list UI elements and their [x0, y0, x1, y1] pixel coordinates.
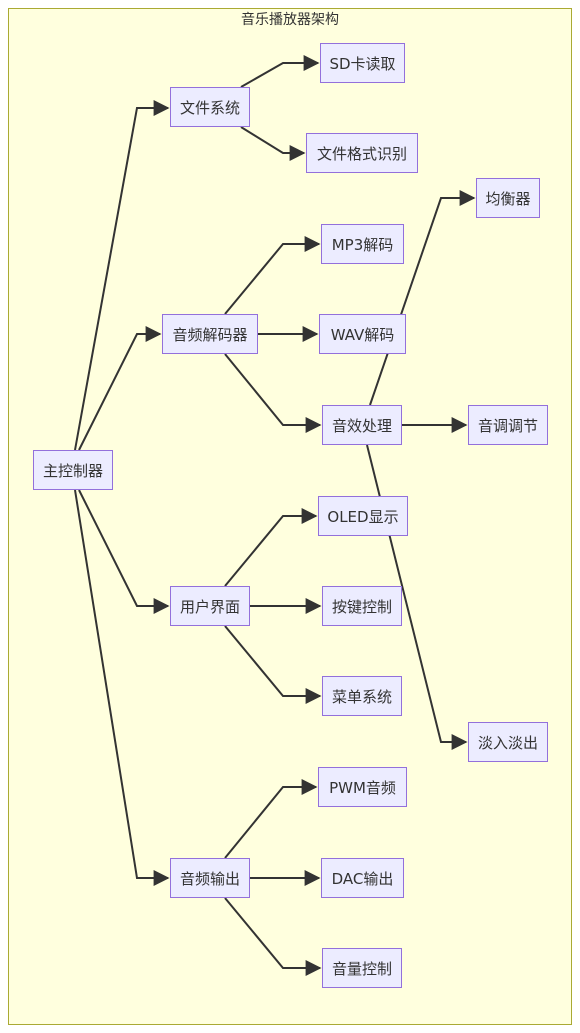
node-volume-control: 音量控制	[322, 948, 402, 988]
edge-main-to-fs	[74, 100, 170, 451]
edge-group	[74, 55, 476, 976]
node-menu-system: 菜单系统	[322, 676, 402, 716]
edge-main-to-out	[74, 489, 170, 886]
node-audio-output: 音频输出	[170, 858, 250, 898]
node-sd-read: SD卡读取	[320, 43, 405, 83]
node-main-controller: 主控制器	[33, 450, 113, 490]
diagram-title: 音乐播放器架构	[241, 12, 339, 28]
node-pwm-audio: PWM音频	[318, 767, 407, 807]
edge-effect-to-fade	[366, 444, 468, 750]
node-format-detect: 文件格式识别	[306, 133, 418, 173]
node-wav-decode: WAV解码	[319, 314, 406, 354]
edge-ui-to-menu	[224, 625, 322, 704]
node-equalizer: 均衡器	[476, 178, 540, 218]
edge-main-to-decoder	[78, 326, 162, 451]
edge-decoder-to-mp3	[224, 236, 321, 315]
node-fade: 淡入淡出	[468, 722, 548, 762]
node-audio-decoder: 音频解码器	[162, 314, 258, 354]
edge-fs-to-sd	[240, 55, 320, 88]
edge-ui-to-oled	[224, 508, 318, 587]
node-user-interface: 用户界面	[170, 586, 250, 626]
node-oled-display: OLED显示	[318, 496, 408, 536]
edge-out-to-vol	[224, 897, 322, 976]
node-mp3-decode: MP3解码	[321, 224, 404, 264]
edge-out-to-pwm	[224, 779, 318, 859]
node-key-control: 按键控制	[322, 586, 402, 626]
node-file-system: 文件系统	[170, 87, 250, 127]
edge-decoder-to-effect	[224, 353, 322, 433]
edge-main-to-ui	[78, 489, 170, 614]
edge-fs-to-fmt	[240, 126, 306, 161]
node-dac-output: DAC输出	[321, 858, 404, 898]
node-tone-adjust: 音调调节	[468, 405, 548, 445]
node-sound-effects: 音效处理	[322, 405, 402, 445]
